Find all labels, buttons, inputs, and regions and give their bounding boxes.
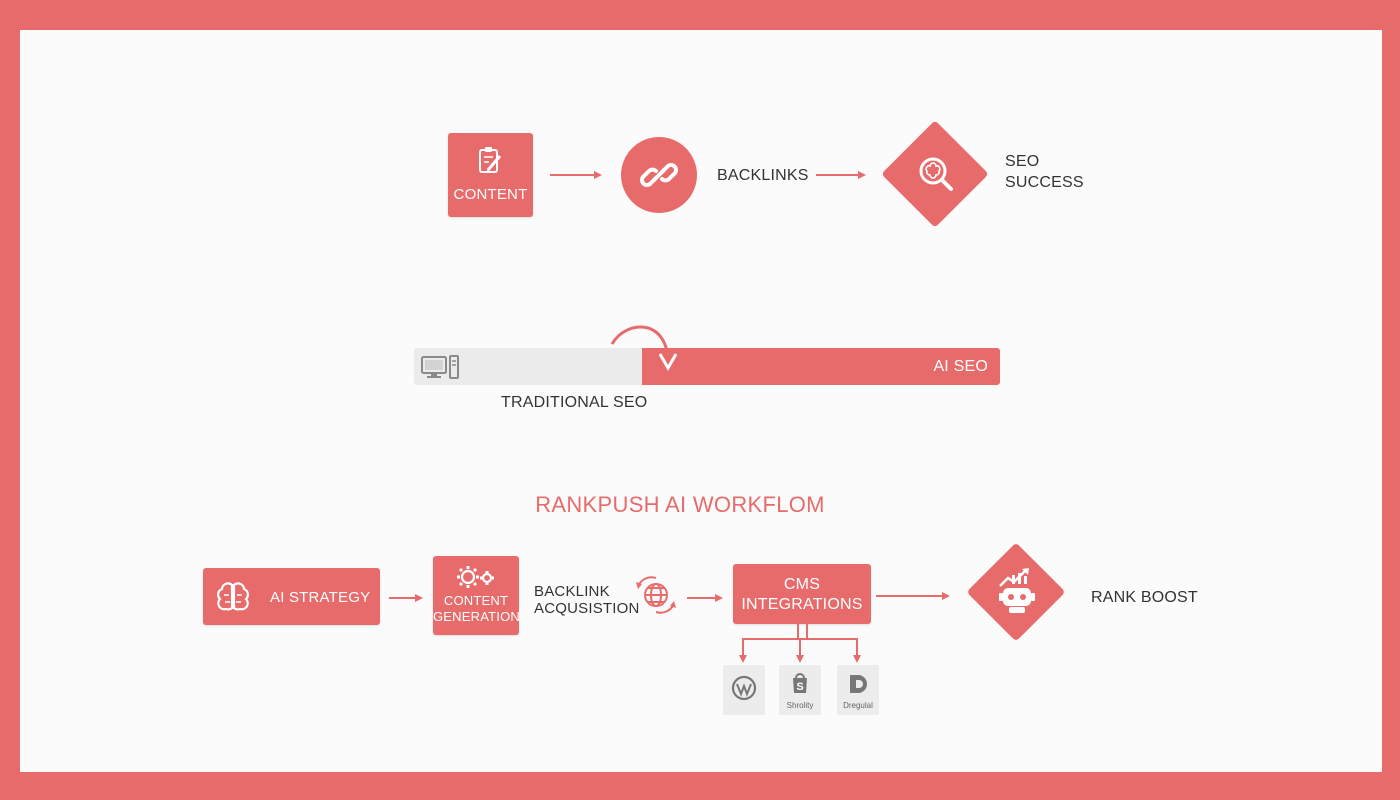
cms-integrations-line1: CMS [783, 576, 821, 593]
flow-arrow [389, 593, 423, 603]
cms-integrations-node: CMS INTEGRATIONS [733, 564, 871, 624]
drupal-card: Dregulal [837, 665, 879, 715]
backlinks-node [621, 137, 697, 213]
svg-text:S: S [796, 681, 803, 693]
backlinks-label: BACKLINKS [717, 167, 809, 184]
flow-arrow [687, 593, 723, 603]
diagram-canvas: CONTENT BACKLINKS SEO SUCCESS [20, 30, 1382, 772]
shopify-caption: Shrolity [786, 701, 814, 710]
robot-chart-icon [999, 568, 1035, 613]
flow-arrow [876, 591, 950, 601]
wordpress-card [723, 665, 765, 715]
gears-icon [457, 566, 494, 588]
cms-integrations-line2: INTEGRATIONS [741, 596, 863, 613]
globe-arrows-icon [636, 576, 676, 614]
drupal-icon [850, 675, 867, 693]
document-edit-icon [479, 147, 502, 173]
wordpress-icon [731, 675, 757, 701]
ai-seo-label: AI SEO [933, 358, 988, 375]
rank-boost-label: RANK BOOST [1091, 589, 1198, 606]
down-arrow [795, 639, 805, 663]
content-label: CONTENT [453, 186, 528, 203]
link-icon [640, 163, 678, 187]
backlink-acquisition-line1: BACKLINK [534, 583, 610, 600]
curved-arrow-icon [610, 325, 678, 372]
content-generation-line1: CONTENT [443, 593, 509, 608]
shopify-card: S Shrolity [779, 665, 821, 715]
backlink-acquisition-line2: ACQUSISTION [534, 600, 640, 617]
flow-arrow [816, 170, 866, 180]
flow-arrow [550, 170, 602, 180]
brain-search-icon [919, 157, 953, 191]
seo-success-line2: SUCCESS [1005, 174, 1084, 191]
content-node: CONTENT [448, 133, 533, 217]
content-generation-label: CONTENT GENERATION [433, 593, 520, 625]
ai-strategy-node: AI STRATEGY [203, 568, 380, 625]
ai-seo-bar: AI SEO [642, 348, 1000, 385]
desktop-computer-icon [421, 355, 459, 379]
connector-line [797, 624, 799, 638]
drupal-caption: Dregulal [843, 701, 873, 710]
down-arrow [738, 639, 748, 663]
traditional-seo-label: TRADITIONAL SEO [501, 394, 648, 411]
workflow-title: RANKPUSH AI WORKFLOM [535, 492, 825, 517]
brain-icon [217, 582, 249, 611]
down-arrow [852, 639, 862, 663]
cms-integrations-label: CMS INTEGRATIONS [733, 575, 871, 615]
content-generation-node: CONTENT GENERATION [433, 556, 520, 635]
seo-success-line1: SEO [1005, 153, 1040, 170]
ai-strategy-label: AI STRATEGY [270, 589, 371, 606]
shopify-icon: S [793, 673, 807, 693]
traditional-seo-bar [414, 348, 644, 385]
backlink-acquisition-label: BACKLINK ACQUSISTION [534, 583, 640, 617]
seo-success-label: SEO SUCCESS [1005, 151, 1084, 193]
content-generation-line2: GENERATION [433, 609, 520, 624]
connector-line [806, 624, 808, 638]
